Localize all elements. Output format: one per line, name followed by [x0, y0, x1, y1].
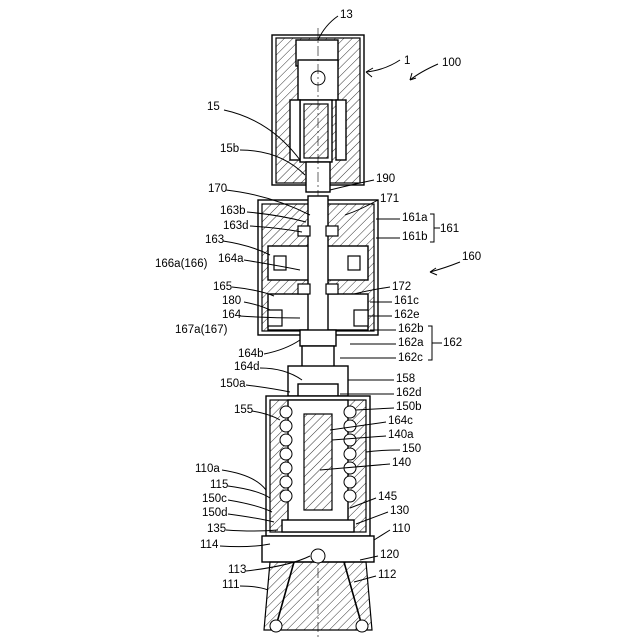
- label-163b: 163b: [220, 205, 246, 217]
- label-130: 130: [390, 505, 409, 517]
- label-120: 120: [380, 549, 399, 561]
- label-150c: 150c: [202, 493, 227, 505]
- label-112: 112: [378, 569, 396, 581]
- label-172: 172: [392, 281, 411, 293]
- label-162b: 162b: [398, 323, 424, 335]
- label-158: 158: [396, 373, 415, 385]
- label-164: 164: [222, 309, 242, 321]
- label-162d: 162d: [396, 387, 422, 399]
- base-body-part: [262, 536, 374, 632]
- label-161c: 161c: [394, 295, 419, 307]
- label-100: 100: [442, 57, 461, 69]
- label-161: 161: [440, 223, 459, 235]
- label-165: 165: [213, 281, 232, 293]
- label-140: 140: [392, 457, 411, 469]
- label-115: 115: [210, 479, 228, 491]
- label-160: 160: [462, 251, 481, 263]
- label-150b: 150b: [396, 401, 422, 413]
- label-166a: 166a(166): [155, 258, 208, 270]
- label-145: 145: [378, 491, 397, 503]
- label-111: 111: [222, 579, 239, 591]
- label-164d: 164d: [234, 361, 260, 373]
- label-150a: 150a: [220, 378, 246, 390]
- label-162a: 162a: [398, 337, 424, 349]
- label-150: 150: [402, 443, 421, 455]
- actuator-body-part: [258, 196, 378, 346]
- label-135: 135: [207, 523, 226, 535]
- label-171: 171: [380, 193, 399, 205]
- label-110: 110: [392, 523, 410, 535]
- label-1: 1: [404, 55, 410, 67]
- label-110a: 110a: [195, 463, 220, 475]
- spring-housing-part: [266, 396, 370, 536]
- label-161a: 161a: [402, 212, 428, 224]
- label-163d: 163d: [223, 220, 249, 232]
- label-155: 155: [234, 404, 253, 416]
- label-15b: 15b: [220, 143, 239, 155]
- label-140a: 140a: [388, 429, 414, 441]
- label-15: 15: [207, 101, 220, 113]
- label-113: 113: [228, 564, 246, 576]
- label-162: 162: [443, 337, 462, 349]
- label-162e: 162e: [394, 309, 420, 321]
- label-150d: 150d: [202, 507, 228, 519]
- label-164c: 164c: [388, 415, 413, 427]
- label-163: 163: [205, 234, 224, 246]
- label-170: 170: [208, 183, 227, 195]
- label-164b: 164b: [238, 348, 264, 360]
- label-180: 180: [222, 295, 241, 307]
- label-162c: 162c: [398, 352, 423, 364]
- label-164a: 164a: [218, 253, 244, 265]
- label-114: 114: [200, 539, 219, 551]
- stem-part: [288, 346, 348, 396]
- label-190: 190: [376, 173, 395, 185]
- reference-arrows: [366, 68, 460, 275]
- label-13: 13: [340, 9, 353, 21]
- label-161b: 161b: [402, 231, 428, 243]
- label-167a: 167a(167): [175, 324, 228, 336]
